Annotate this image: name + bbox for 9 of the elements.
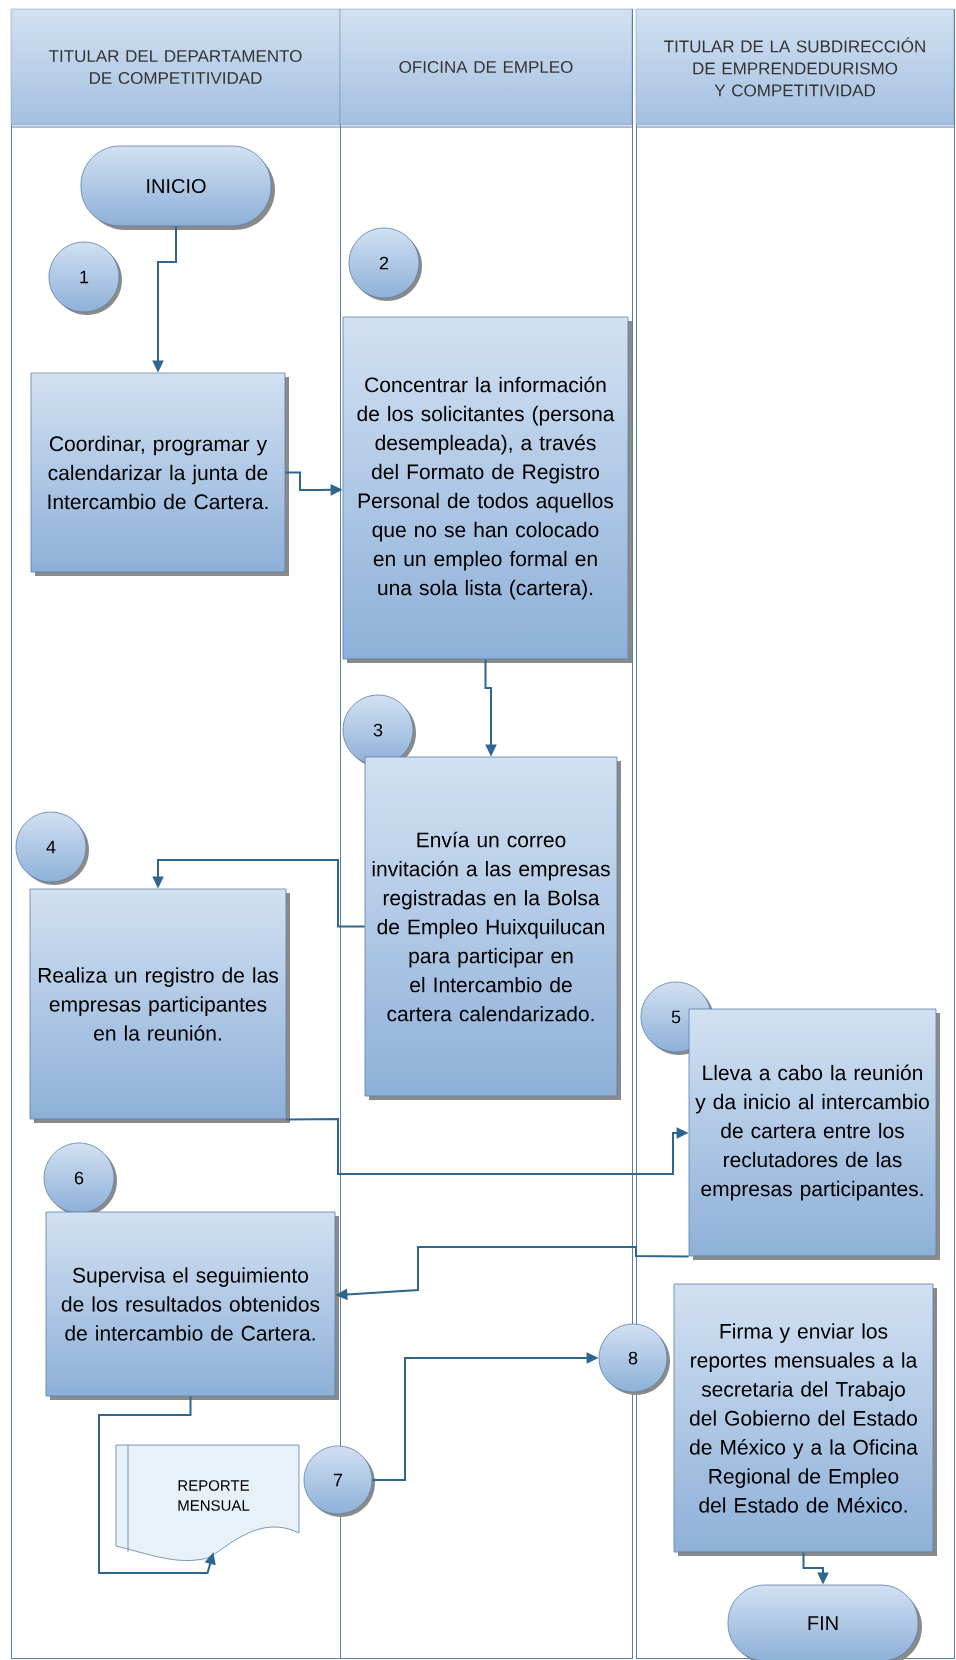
process-box: Firma y enviar los reportes mensuales a la secretaria del Trabajo del Gobierno del Estado de México y a la Oficina Regional de Empleo del Estado de México. [673,1283,937,1556]
arrow [152,859,366,928]
process-box: Realiza un registro de las empresas participantes en la reunión. [29,888,290,1123]
process-box: Lleva a cabo la reunión y da inicio al intercambio de cartera entre los reclutadores de las empresas participantes. [688,1008,940,1260]
arrow [98,1395,216,1574]
process-box: Concentrar la información de los solicitantes (persona desempleada), a través del Formato de Registro Personal de todos aquellos que no se han colocado en un empleo formal en una sola lista (cartera). [342,316,632,663]
process-box: Supervisa el seguimiento de los resultados obtenidos de intercambio de Cartera. [45,1211,339,1400]
process-box: Envía un correo invitación a las empresas registradas en la Bolsa de Empleo Huixquilucan para participar en el Intercambio de cartera calendarizado. [364,756,621,1100]
process-box: Coordinar, programar y calendarizar la junta de Intercambio de Cartera. [30,372,289,576]
